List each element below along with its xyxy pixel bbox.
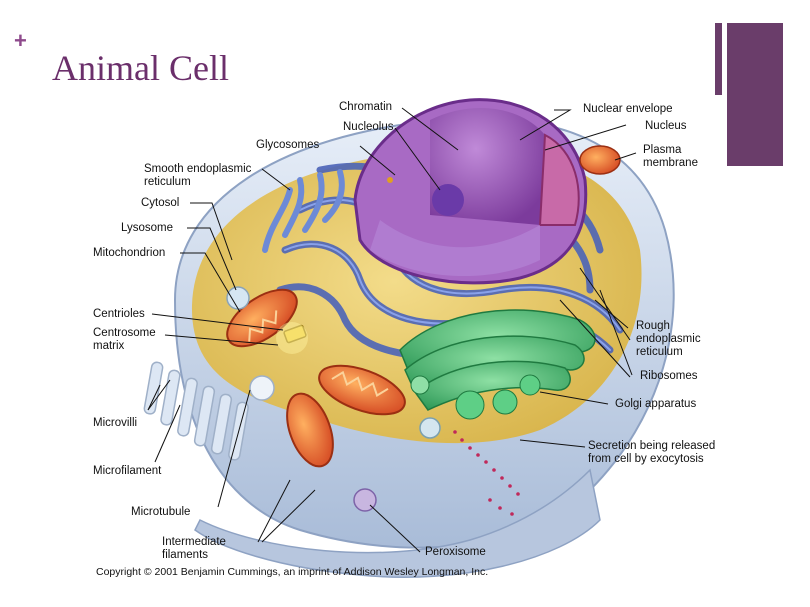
label-microtubule: Microtubule	[131, 506, 191, 518]
label-intermediate-filaments: Intermediate filaments	[162, 536, 226, 562]
vesicle-shape-2	[419, 417, 441, 439]
label-golgi: Golgi apparatus	[615, 398, 697, 410]
decor-bar-wide	[727, 23, 783, 166]
label-nuclear-envelope: Nuclear envelope	[583, 103, 673, 115]
label-mitochondrion: Mitochondrion	[93, 247, 166, 259]
smooth-er-shape	[262, 169, 345, 253]
label-secretion-line1: Secretion being released	[588, 440, 716, 452]
label-microfilament: Microfilament	[93, 465, 162, 477]
secretion-dots	[453, 430, 520, 516]
label-rough-er: Rough endoplasmic reticulum	[636, 320, 701, 359]
slide-title: Animal Cell	[52, 48, 229, 88]
vesicle-shape	[249, 375, 275, 401]
label-secretion-line2: from cell by exocytosis	[588, 453, 704, 465]
label-peroxisome: Peroxisome	[425, 546, 486, 558]
bullet-plus-icon: +	[14, 28, 27, 53]
centrioles-shape	[283, 324, 307, 344]
label-ribosomes: Ribosomes	[640, 370, 698, 382]
label-intermediate-filaments-line2: filaments	[162, 549, 209, 561]
decor-bar-thin	[715, 23, 722, 95]
golgi-shape	[399, 309, 596, 420]
label-intermediate-filaments-line1: Intermediate	[162, 536, 226, 548]
label-smooth-er-line2: reticulum	[144, 176, 191, 188]
label-cytosol: Cytosol	[141, 197, 180, 209]
centrosome-matrix-shape	[276, 322, 308, 354]
label-plasma-membrane-line1: Plasma	[643, 144, 682, 156]
lysosome-shape	[226, 286, 250, 310]
nucleus-shape	[353, 98, 588, 285]
label-rough-er-line2: endoplasmic	[636, 333, 701, 345]
leader-lines	[147, 107, 637, 553]
label-rough-er-line1: Rough	[636, 320, 670, 332]
nucleolus-shape	[432, 184, 464, 216]
label-centrosome-matrix-line2: matrix	[93, 340, 125, 352]
label-glycosomes: Glycosomes	[256, 139, 320, 151]
label-microvilli: Microvilli	[93, 417, 138, 429]
label-smooth-er: Smooth endoplasmic reticulum	[144, 163, 251, 189]
glycosome-shape	[387, 177, 393, 183]
mitochondrion-shape-2	[318, 364, 406, 416]
copyright-text: Copyright © 2001 Benjamin Cummings, an i…	[96, 566, 489, 578]
label-smooth-er-line1: Smooth endoplasmic	[144, 163, 252, 175]
label-plasma-membrane: Plasma membrane	[643, 144, 698, 170]
label-lysosome: Lysosome	[121, 222, 173, 234]
mitochondrion-shape-4	[579, 145, 621, 175]
label-nucleus: Nucleus	[645, 120, 687, 132]
label-rough-er-line3: reticulum	[636, 346, 683, 358]
label-centrosome-matrix-line1: Centrosome	[93, 327, 156, 339]
label-centrioles: Centrioles	[93, 308, 145, 320]
label-nucleolus: Nucleolus	[343, 121, 394, 133]
mitochondrion-shape-3	[286, 392, 334, 468]
label-plasma-membrane-line2: membrane	[643, 157, 698, 169]
label-centrosome-matrix: Centrosome matrix	[93, 327, 156, 353]
label-chromatin: Chromatin	[339, 101, 393, 113]
label-secretion: Secretion being released from cell by ex…	[588, 440, 715, 466]
